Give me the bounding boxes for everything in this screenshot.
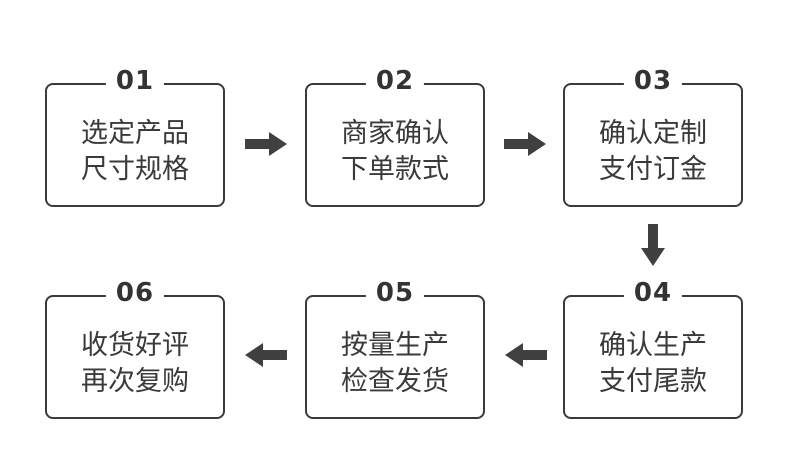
step-06-text: 收货好评 再次复购 xyxy=(45,328,225,400)
step-05-line-1: 按量生产 xyxy=(341,330,449,361)
arrow-left-icon xyxy=(245,343,287,367)
arrow-left-icon xyxy=(505,343,547,367)
step-02-line-1: 商家确认 xyxy=(341,118,449,149)
step-03-box xyxy=(563,83,743,207)
step-03-text: 确认定制 支付订金 xyxy=(563,116,743,188)
step-01-line-2: 尺寸规格 xyxy=(81,154,189,185)
step-01: 01 选定产品 尺寸规格 xyxy=(45,66,225,207)
step-02-text: 商家确认 下单款式 xyxy=(305,116,485,188)
step-04-line-2: 支付尾款 xyxy=(599,366,707,397)
step-05-box xyxy=(305,295,485,419)
arrow-right-icon xyxy=(504,132,546,156)
step-03-number: 03 xyxy=(623,66,683,96)
step-05-text: 按量生产 检查发货 xyxy=(305,328,485,400)
step-05: 05 按量生产 检查发货 xyxy=(305,278,485,419)
step-04-line-1: 确认生产 xyxy=(599,330,707,361)
step-06-line-1: 收货好评 xyxy=(81,330,189,361)
step-04-text: 确认生产 支付尾款 xyxy=(563,328,743,400)
step-06-box xyxy=(45,295,225,419)
step-01-text: 选定产品 尺寸规格 xyxy=(45,116,225,188)
step-04: 04 确认生产 支付尾款 xyxy=(563,278,743,419)
step-05-number: 05 xyxy=(365,278,425,308)
step-03: 03 确认定制 支付订金 xyxy=(563,66,743,207)
step-02-box xyxy=(305,83,485,207)
step-05-line-2: 检查发货 xyxy=(341,366,449,397)
step-01-number: 01 xyxy=(105,66,165,96)
step-03-line-2: 支付订金 xyxy=(599,154,707,185)
step-01-line-1: 选定产品 xyxy=(81,118,189,149)
step-03-line-1: 确认定制 xyxy=(599,118,707,149)
step-02-number: 02 xyxy=(365,66,425,96)
step-06-line-2: 再次复购 xyxy=(81,366,189,397)
arrow-down-icon xyxy=(641,224,665,266)
step-02: 02 商家确认 下单款式 xyxy=(305,66,485,207)
step-02-line-2: 下单款式 xyxy=(341,154,449,185)
step-06-number: 06 xyxy=(105,278,165,308)
step-06: 06 收货好评 再次复购 xyxy=(45,278,225,419)
arrow-right-icon xyxy=(245,132,287,156)
step-04-number: 04 xyxy=(623,278,683,308)
